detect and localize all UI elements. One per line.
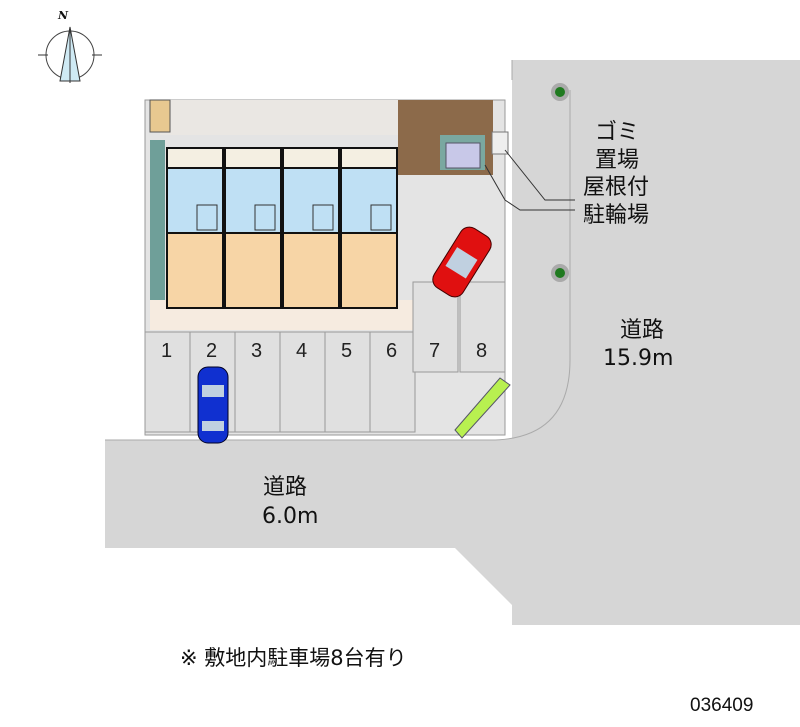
hedge-planter [454, 377, 511, 439]
parking-space-number: 5 [341, 340, 353, 362]
apartment-unit [224, 147, 282, 309]
parking-space-number: 8 [476, 340, 488, 362]
parking-stall [234, 331, 281, 433]
leader-lines [484, 149, 575, 211]
parking-space-number: 6 [386, 340, 398, 362]
tree-icon [551, 83, 569, 101]
parking-stall [412, 281, 459, 373]
parking-space-number: 2 [206, 340, 218, 362]
parking-stall [369, 331, 416, 433]
apartment-unit [282, 147, 340, 309]
garbage-box [491, 131, 509, 155]
building-wall [150, 140, 165, 300]
road-right-width: 15.9m [603, 346, 674, 371]
bike-label-2: 駐輪場 [583, 203, 650, 228]
garbage-label-1: ゴミ [595, 120, 640, 145]
tree-icon [551, 264, 569, 282]
parking-stall [459, 281, 506, 373]
property-code: 036409 [690, 695, 754, 716]
apartment-unit [166, 147, 224, 309]
parking-stall [144, 331, 191, 433]
road-bottom-width: 6.0m [262, 504, 319, 529]
parking-space-number: 1 [161, 340, 173, 362]
blue-car-icon [197, 366, 229, 444]
road-area [105, 60, 800, 625]
parking-note: ※ 敷地内駐車場8台有り [180, 646, 407, 670]
road-bottom-name: 道路 [263, 475, 308, 500]
meter-box [149, 99, 171, 133]
parking-stall [324, 331, 371, 433]
apartment-units [166, 147, 398, 309]
bike-shelter-roof [445, 142, 481, 169]
site-curve-corner [490, 80, 570, 440]
parking-space-number: 4 [296, 340, 308, 362]
parking-space-number: 3 [251, 340, 263, 362]
road-right-name: 道路 [620, 318, 665, 343]
garbage-label-2: 置場 [595, 148, 640, 173]
parking-stalls [144, 281, 506, 433]
compass-north-label: N [58, 9, 69, 22]
garden-strip [160, 100, 400, 135]
red-car-icon [432, 226, 492, 298]
parking-space-number: 7 [429, 340, 441, 362]
bike-label-1: 屋根付 [583, 175, 650, 200]
compass-icon [38, 26, 102, 83]
apartment-unit [340, 147, 398, 309]
road-edge-line [105, 60, 571, 441]
